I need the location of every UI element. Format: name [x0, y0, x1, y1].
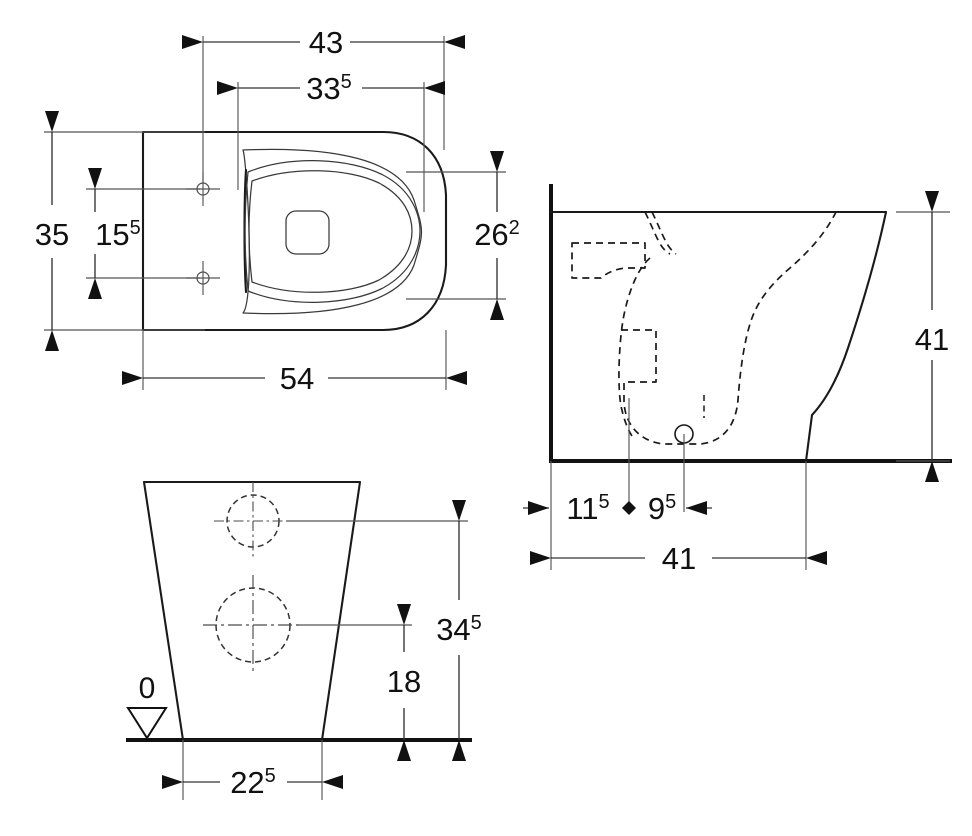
dimension-155-label: 155: [95, 217, 141, 252]
dimension-35-label: 35: [35, 217, 69, 252]
plan-view-group: 43 335 35 155 262 54: [35, 25, 520, 396]
dimension-262: 262: [474, 151, 520, 320]
dimension-41-horizontal: 41: [530, 541, 827, 576]
side-right-profile: [804, 210, 888, 463]
front-view-group: 0 345 18 225: [126, 480, 482, 800]
dimension-35: 35: [35, 111, 69, 351]
datum-triangle-icon: [126, 707, 168, 740]
diamond-tick-marker: [622, 501, 636, 515]
datum-zero-marker: 0: [126, 672, 168, 740]
dimension-115-95-row: 115 95: [523, 491, 712, 526]
side-view-group: 41 115 95 41: [523, 184, 952, 576]
dimension-41-horizontal-label: 41: [662, 541, 696, 576]
side-flush-pipe-box: [571, 242, 646, 279]
dimension-41-vertical-label: 41: [915, 322, 949, 357]
side-rim-hidden-2: [651, 211, 677, 255]
dimension-155: 155: [88, 168, 141, 299]
datum-zero-label: 0: [139, 672, 156, 705]
dimension-345-label: 345: [436, 612, 482, 647]
side-bowl-inner-left: [618, 257, 651, 437]
dimension-225-label: 225: [230, 765, 276, 800]
dimension-18: 18: [387, 604, 421, 761]
dimension-115-label: 115: [566, 491, 609, 526]
dimension-54: 54: [122, 361, 467, 396]
dimension-43: 43: [182, 25, 465, 60]
dimension-95-label: 95: [648, 491, 676, 526]
dimension-41-vertical: 41: [915, 191, 949, 482]
plan-center-outlet: [285, 210, 330, 255]
dimension-345: 345: [436, 500, 482, 761]
plan-outer-outline: [141, 130, 448, 332]
front-hole-upper: [214, 482, 292, 560]
side-trap-outline: [621, 211, 837, 445]
dimension-335-label: 335: [306, 71, 352, 106]
dimension-335: 335: [217, 71, 445, 106]
dimension-225: 225: [162, 765, 343, 800]
dimension-43-label: 43: [309, 25, 343, 60]
plan-bowl-inner-contour: [248, 170, 413, 293]
side-rim-hidden-1: [644, 211, 671, 255]
plan-bowl-opening: [244, 160, 421, 303]
dimension-54-label: 54: [280, 361, 314, 396]
dimension-18-label: 18: [387, 664, 421, 699]
plan-seat-ring-outer: [242, 148, 423, 315]
dimension-262-label: 262: [474, 217, 520, 252]
front-hole-lower: [203, 575, 303, 675]
